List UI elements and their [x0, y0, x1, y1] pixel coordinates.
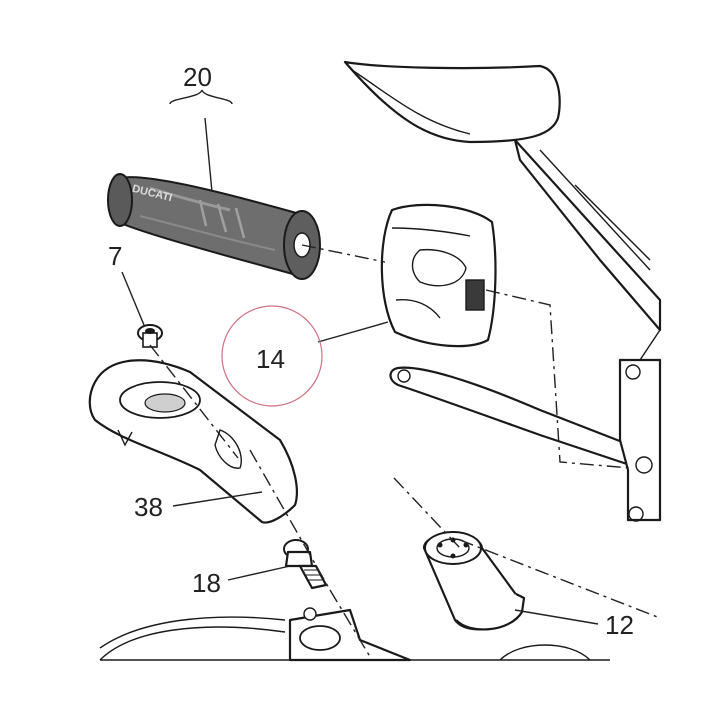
highlight-circle — [221, 305, 323, 407]
bolt-18-part — [283, 539, 328, 590]
callout-7: 7 — [108, 241, 122, 271]
screw-7-part — [137, 324, 163, 348]
assembly-axes — [149, 244, 661, 661]
callout-12: 12 — [605, 610, 634, 640]
throttle-assembly-part — [99, 607, 412, 662]
grip-part: DUCATI — [107, 173, 321, 280]
switch-housing-part — [380, 203, 497, 348]
mirror-part — [343, 60, 662, 332]
callout-labels: 20 7 14 38 18 12 — [108, 62, 634, 640]
counterweight-part — [422, 531, 591, 661]
bracket-part — [88, 359, 298, 524]
callout-18: 18 — [192, 568, 221, 598]
callout-38: 38 — [134, 492, 163, 522]
brake-lever-part — [389, 329, 662, 522]
callout-20: 20 — [183, 62, 212, 92]
callout-14: 14 — [256, 344, 285, 374]
leader-lines — [121, 89, 599, 625]
